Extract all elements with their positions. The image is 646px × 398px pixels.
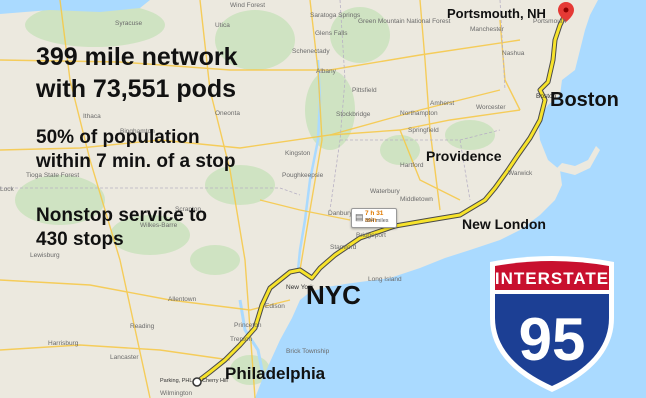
map-label: Glens Falls <box>315 30 348 37</box>
map-label: Lancaster <box>110 354 139 361</box>
map-label: Cherry Hill <box>202 378 228 384</box>
map-label: Saratoga Springs <box>310 12 361 19</box>
map-label: Amherst <box>430 100 455 107</box>
map-label: Wilkes-Barre <box>140 222 178 229</box>
i95-route[interactable] <box>196 14 567 384</box>
river <box>238 299 272 396</box>
lake <box>0 0 150 14</box>
map-label: Edison <box>265 303 285 310</box>
map-label: Lewisburg <box>30 252 60 259</box>
map-label: Lock <box>0 186 14 193</box>
map-label: New York <box>286 284 314 291</box>
road-network <box>0 0 521 398</box>
route-info-box[interactable]: ▤ 7 h 31 min 394 miles <box>351 208 397 228</box>
shield-interstate-text: INTERSTATE <box>495 269 609 288</box>
map-label: Middletown <box>400 196 433 203</box>
map-label: Boston <box>536 93 557 100</box>
map-label: Trenton <box>230 336 253 343</box>
map-label: Albany <box>316 68 336 75</box>
map-label: Pittsfield <box>352 87 377 94</box>
map-label: Wind Forest <box>230 2 266 9</box>
shield-blue-body <box>495 294 609 386</box>
destination-pin-icon[interactable] <box>558 2 574 22</box>
population-line2: within 7 min. of a stop <box>36 151 236 172</box>
car-icon: ▤ <box>355 212 364 222</box>
city-label-providence: Providence <box>426 148 502 164</box>
map-label: Scranton <box>175 206 202 213</box>
map-label: Manchester <box>470 26 504 33</box>
map-label: Brick Township <box>286 348 330 355</box>
map-label: Stockbridge <box>336 111 371 118</box>
map-label: Long Island <box>368 276 402 283</box>
map-label: Allentown <box>168 296 197 303</box>
map-label: Bridgeport <box>356 232 386 239</box>
map-label: Binghamton <box>120 128 155 135</box>
service-line2: 430 stops <box>36 229 124 250</box>
city-label-new-london: New London <box>462 216 546 232</box>
map-label: Kingston <box>285 150 311 157</box>
long-island <box>318 244 470 288</box>
map-label: Harrisburg <box>48 340 79 347</box>
map-label: Worcester <box>476 104 506 111</box>
shield-number: 95 <box>519 306 586 373</box>
map-label: Reading <box>130 323 155 330</box>
map-label: Poughkeepsie <box>282 172 324 179</box>
city-label-philadelphia: Philadelphia <box>225 364 326 383</box>
map-label: Portsmouth <box>533 18 567 25</box>
map-label: Nashua <box>502 50 525 57</box>
state-borders <box>0 0 506 211</box>
map-label: Springfield <box>408 127 439 134</box>
service-line1: Nonstop service to <box>36 205 208 226</box>
map-label: Oneonta <box>215 110 240 117</box>
cape-cod <box>555 146 600 175</box>
city-label-nyc: NYC <box>306 280 361 310</box>
map-label: Hartford <box>400 162 424 169</box>
map-label: Green Mountain National Forest <box>358 18 451 25</box>
map-label: Waterbury <box>370 188 400 195</box>
forest-patches <box>15 3 495 385</box>
map-label: Warwick <box>508 170 533 177</box>
map-label: Tioga State Forest <box>26 172 80 179</box>
city-label-boston: Boston <box>550 89 619 111</box>
route-distance: 394 miles <box>365 218 389 224</box>
route-time: 7 h 31 min <box>365 210 384 224</box>
map-label: Princeton <box>234 322 262 329</box>
population-line1: 50% of population <box>36 127 200 148</box>
map-label: Danbury <box>328 210 353 217</box>
map-label: Utica <box>215 22 230 29</box>
map-label: Schenectady <box>292 48 330 55</box>
shield-red-band <box>495 261 609 290</box>
map-label: Stamford <box>330 244 357 251</box>
interstate-shield-icon: INTERSTATE 95 <box>490 256 614 392</box>
map-label: Wilmington <box>160 390 193 397</box>
headline-line2: with 73,551 pods <box>36 75 237 103</box>
map-label: Ithaca <box>83 113 101 120</box>
route-start-marker[interactable] <box>192 377 202 387</box>
city-label-portsmouth: Portsmouth, NH <box>447 6 546 21</box>
map-label: Parking, PHL <box>160 378 193 384</box>
map-label: Syracuse <box>115 20 143 27</box>
map-label: Northampton <box>400 110 438 117</box>
headline-line1: 399 mile network <box>36 43 238 71</box>
